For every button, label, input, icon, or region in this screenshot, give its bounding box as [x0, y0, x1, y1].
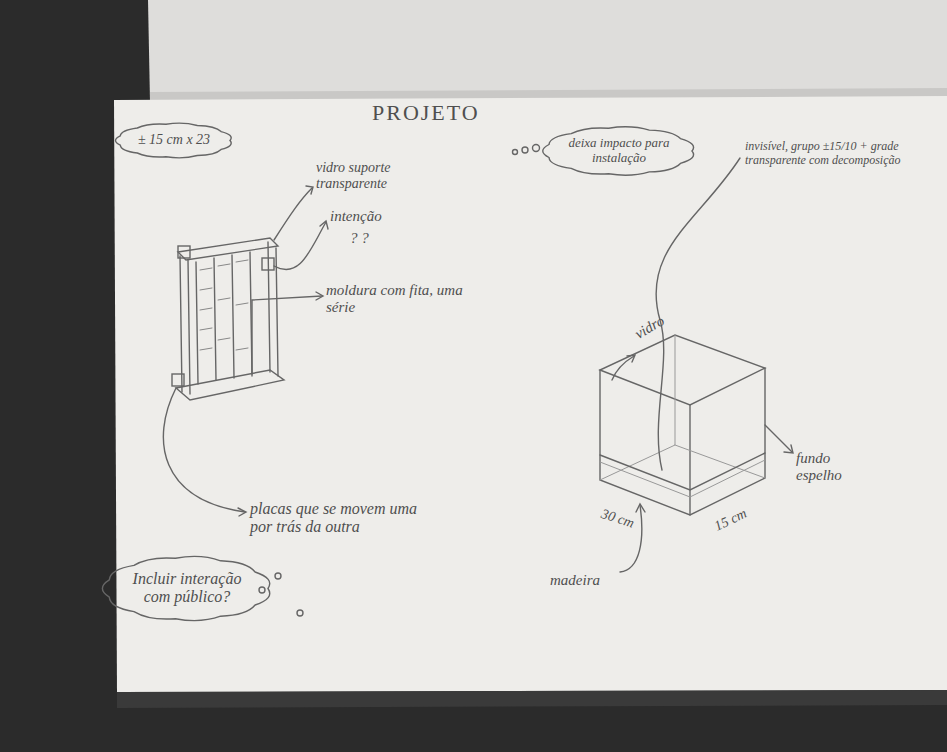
cloud-text: ± 15 cm x 23 [128, 132, 220, 148]
cloud-text: deixa impacto para instalação [560, 136, 678, 166]
question-mark: ? ? [350, 230, 390, 247]
part-note: vidro suporte transparente [316, 160, 408, 192]
cloud-text-wrap: ± 15 cm x 23 [128, 132, 220, 148]
part-note: placas que se movem uma por trás da outr… [250, 500, 440, 537]
part-note: fundo espelho [796, 450, 866, 485]
cloud-note: Incluir interação com público? [100, 552, 274, 625]
cloud-text-wrap: Incluir interação com público? [122, 570, 252, 607]
part-note: madeira [550, 572, 630, 589]
cloud-text: Incluir interação com público? [122, 570, 252, 607]
page-title: PROJETO [372, 100, 480, 126]
cloud-note: deixa impacto para instalação [540, 122, 698, 180]
part-note: moldura com fita, uma série [326, 282, 466, 317]
cloud-note: ± 15 cm x 23 [112, 118, 236, 163]
part-note: invisível, grupo ±15/10 + grade transpar… [745, 140, 935, 168]
part-note: intenção [330, 208, 410, 225]
cloud-text-wrap: deixa impacto para instalação [560, 136, 678, 166]
